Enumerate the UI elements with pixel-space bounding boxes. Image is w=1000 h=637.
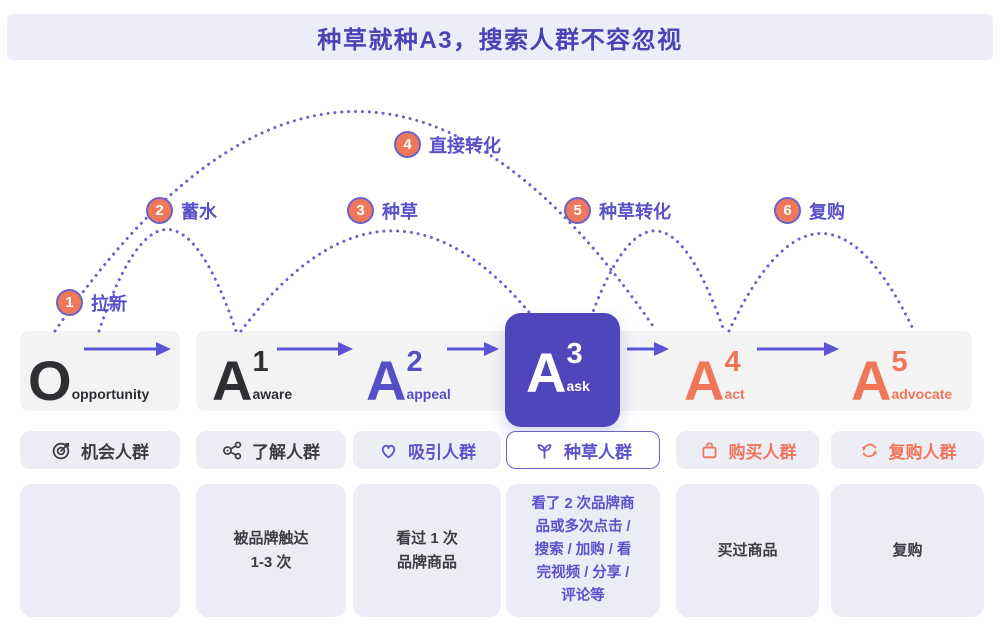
flow-step-1: 1 拉新 (56, 289, 127, 316)
audience-pill-repurchase: 复购人群 (831, 431, 984, 469)
audience-pill-appeal: 吸引人群 (353, 431, 501, 469)
step-5-label: 种草转化 (599, 201, 671, 222)
flow-step-6: 6 复购 (774, 197, 845, 224)
flow-step-5: 5 种草转化 (564, 197, 671, 224)
arc-seed (239, 229, 535, 333)
flow-step-3: 3 种草 (347, 197, 418, 224)
flow-step-2: 2 蓄水 (146, 197, 217, 224)
flow-step-4: 4 直接转化 (394, 131, 501, 158)
step-6-badge: 6 (774, 197, 801, 224)
audience-label: 复购人群 (888, 442, 957, 462)
step-1-label: 拉新 (91, 293, 127, 314)
step-4-badge: 4 (394, 131, 421, 158)
step-2-label: 蓄水 (181, 201, 217, 222)
heart-icon (381, 444, 396, 458)
audience-label: 机会人群 (81, 442, 149, 462)
audience-pill-act: 购买人群 (676, 431, 819, 469)
audience-pill-aware: 了解人群 (196, 431, 346, 469)
stage-desc-act: 买过商品 (676, 484, 819, 617)
page-title: 种草就种A3，搜索人群不容忽视 (317, 26, 683, 54)
repeat-icon (861, 443, 877, 457)
step-2-badge: 2 (146, 197, 173, 224)
audience-label: 吸引人群 (408, 442, 476, 462)
audience-label: 了解人群 (252, 442, 320, 462)
stage-desc-opportunity (20, 484, 180, 617)
stage-desc-appeal: 看过 1 次 品牌商品 (353, 484, 501, 617)
step-6-label: 复购 (809, 201, 845, 222)
step-3-badge: 3 (347, 197, 374, 224)
audience-label: 购买人群 (728, 442, 797, 462)
audience-pill-ask: 种草人群 (506, 431, 660, 469)
step-5-badge: 5 (564, 197, 591, 224)
step-4-label: 直接转化 (429, 135, 501, 156)
audience-label: 种草人群 (564, 442, 632, 462)
title-bar: 种草就种A3，搜索人群不容忽视 (7, 14, 993, 60)
shopping-bag-icon (702, 442, 716, 458)
target-arrow-icon (52, 442, 70, 459)
audience-pill-opportunity: 机会人群 (20, 431, 180, 469)
sprout-icon (537, 443, 552, 459)
step-3-label: 种草 (382, 201, 418, 222)
stage-letter-o: O opportunity (28, 349, 150, 413)
stage-desc-aware: 被品牌触达 1-3 次 (196, 484, 346, 617)
step-1-badge: 1 (56, 289, 83, 316)
stage-desc-ask: 看了 2 次品牌商 品或多次点击 / 搜索 / 加购 / 看 完视频 / 分享 … (506, 484, 660, 617)
stage-desc-advocate: 复购 (831, 484, 984, 617)
arc-repurchase (727, 232, 916, 333)
share-network-icon (223, 441, 242, 459)
stage-bar-opportunity (20, 331, 180, 411)
